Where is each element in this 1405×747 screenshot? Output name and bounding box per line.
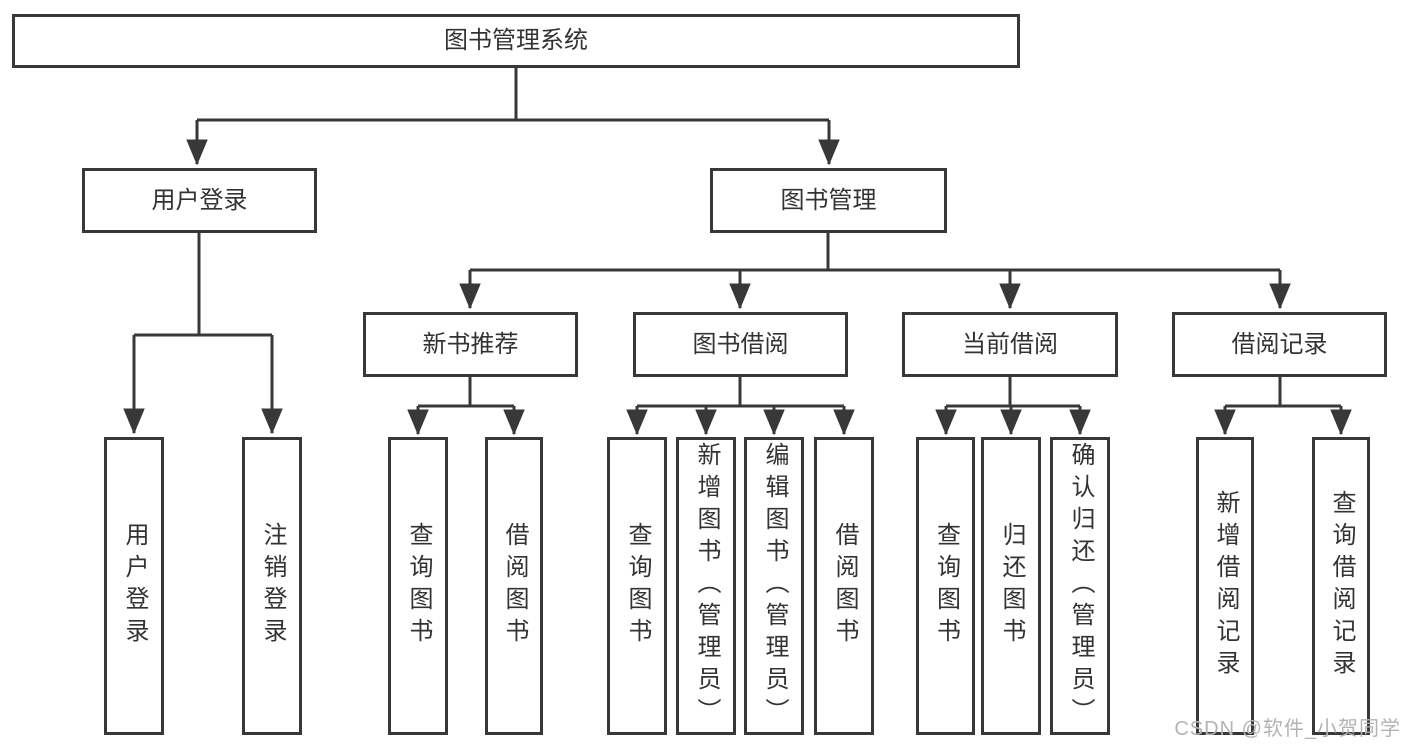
leaf-current-query-books-label: 查询图书: [932, 522, 960, 650]
leaf-logout-label: 注销登录: [259, 522, 286, 650]
leaf-edit-books-admin: 编辑图书（管理员）: [744, 437, 804, 735]
node-book-mgmt: 图书管理: [710, 168, 947, 233]
leaf-borrow-books-label: 借阅图书: [831, 522, 858, 650]
leaf-edit-books-admin-label: 编辑图书（管理员）: [761, 442, 788, 730]
node-borrow-records: 借阅记录: [1172, 312, 1387, 377]
node-root-label: 图书管理系统: [444, 27, 588, 54]
node-root: 图书管理系统: [12, 14, 1020, 68]
node-book-borrow-label: 图书借阅: [692, 330, 789, 358]
node-borrow-records-label: 借阅记录: [1231, 330, 1328, 358]
leaf-user-login: 用户登录: [104, 437, 164, 735]
leaf-add-books-admin-label: 新增图书（管理员）: [693, 442, 720, 730]
leaf-logout: 注销登录: [242, 437, 302, 735]
node-new-book-recommend-label: 新书推荐: [422, 330, 519, 358]
connector-bookmgmt-bar: [470, 233, 1280, 272]
leaf-recommend-query-books-label: 查询图书: [405, 522, 432, 650]
leaf-add-books-admin: 新增图书（管理员）: [676, 437, 736, 735]
leaf-current-query-books: 查询图书: [916, 437, 975, 735]
node-current-borrow-label: 当前借阅: [962, 330, 1058, 358]
node-current-borrow: 当前借阅: [902, 312, 1118, 377]
leaf-borrow-query-books: 查询图书: [607, 437, 667, 735]
leaf-recommend-borrow-books: 借阅图书: [485, 437, 543, 735]
leaf-query-borrow-record-label: 查询借阅记录: [1328, 490, 1355, 682]
leaf-return-books-label: 归还图书: [998, 522, 1025, 650]
leaf-recommend-borrow-books-label: 借阅图书: [501, 522, 528, 650]
csdn-watermark: CSDN @软件_小贺同学: [1174, 718, 1401, 740]
leaf-add-borrow-record-label: 新增借阅记录: [1212, 490, 1239, 682]
leaf-return-books: 归还图书: [981, 437, 1041, 735]
leaf-borrow-books: 借阅图书: [814, 437, 874, 735]
leaf-user-login-label: 用户登录: [121, 522, 148, 650]
node-user-login: 用户登录: [82, 168, 317, 233]
leaf-recommend-query-books: 查询图书: [388, 437, 448, 735]
connector-recommend-bar: [418, 377, 514, 408]
leaf-query-borrow-record: 查询借阅记录: [1312, 437, 1370, 735]
leaf-confirm-return-admin: 确认归还（管理员）: [1050, 437, 1110, 735]
connector-current-bar: [946, 377, 1080, 408]
node-book-mgmt-label: 图书管理: [780, 186, 877, 214]
connector-root-bar: [197, 68, 829, 122]
leaf-confirm-return-admin-label: 确认归还（管理员）: [1067, 442, 1094, 730]
leaf-add-borrow-record: 新增借阅记录: [1196, 437, 1254, 735]
connector-records-bar: [1225, 377, 1341, 408]
connector-borrow-bar: [637, 377, 844, 408]
node-new-book-recommend: 新书推荐: [363, 312, 578, 377]
node-user-login-label: 用户登录: [151, 186, 248, 214]
connector-user-bar: [134, 233, 272, 337]
node-book-borrow: 图书借阅: [633, 312, 848, 377]
leaf-borrow-query-books-label: 查询图书: [624, 522, 651, 650]
